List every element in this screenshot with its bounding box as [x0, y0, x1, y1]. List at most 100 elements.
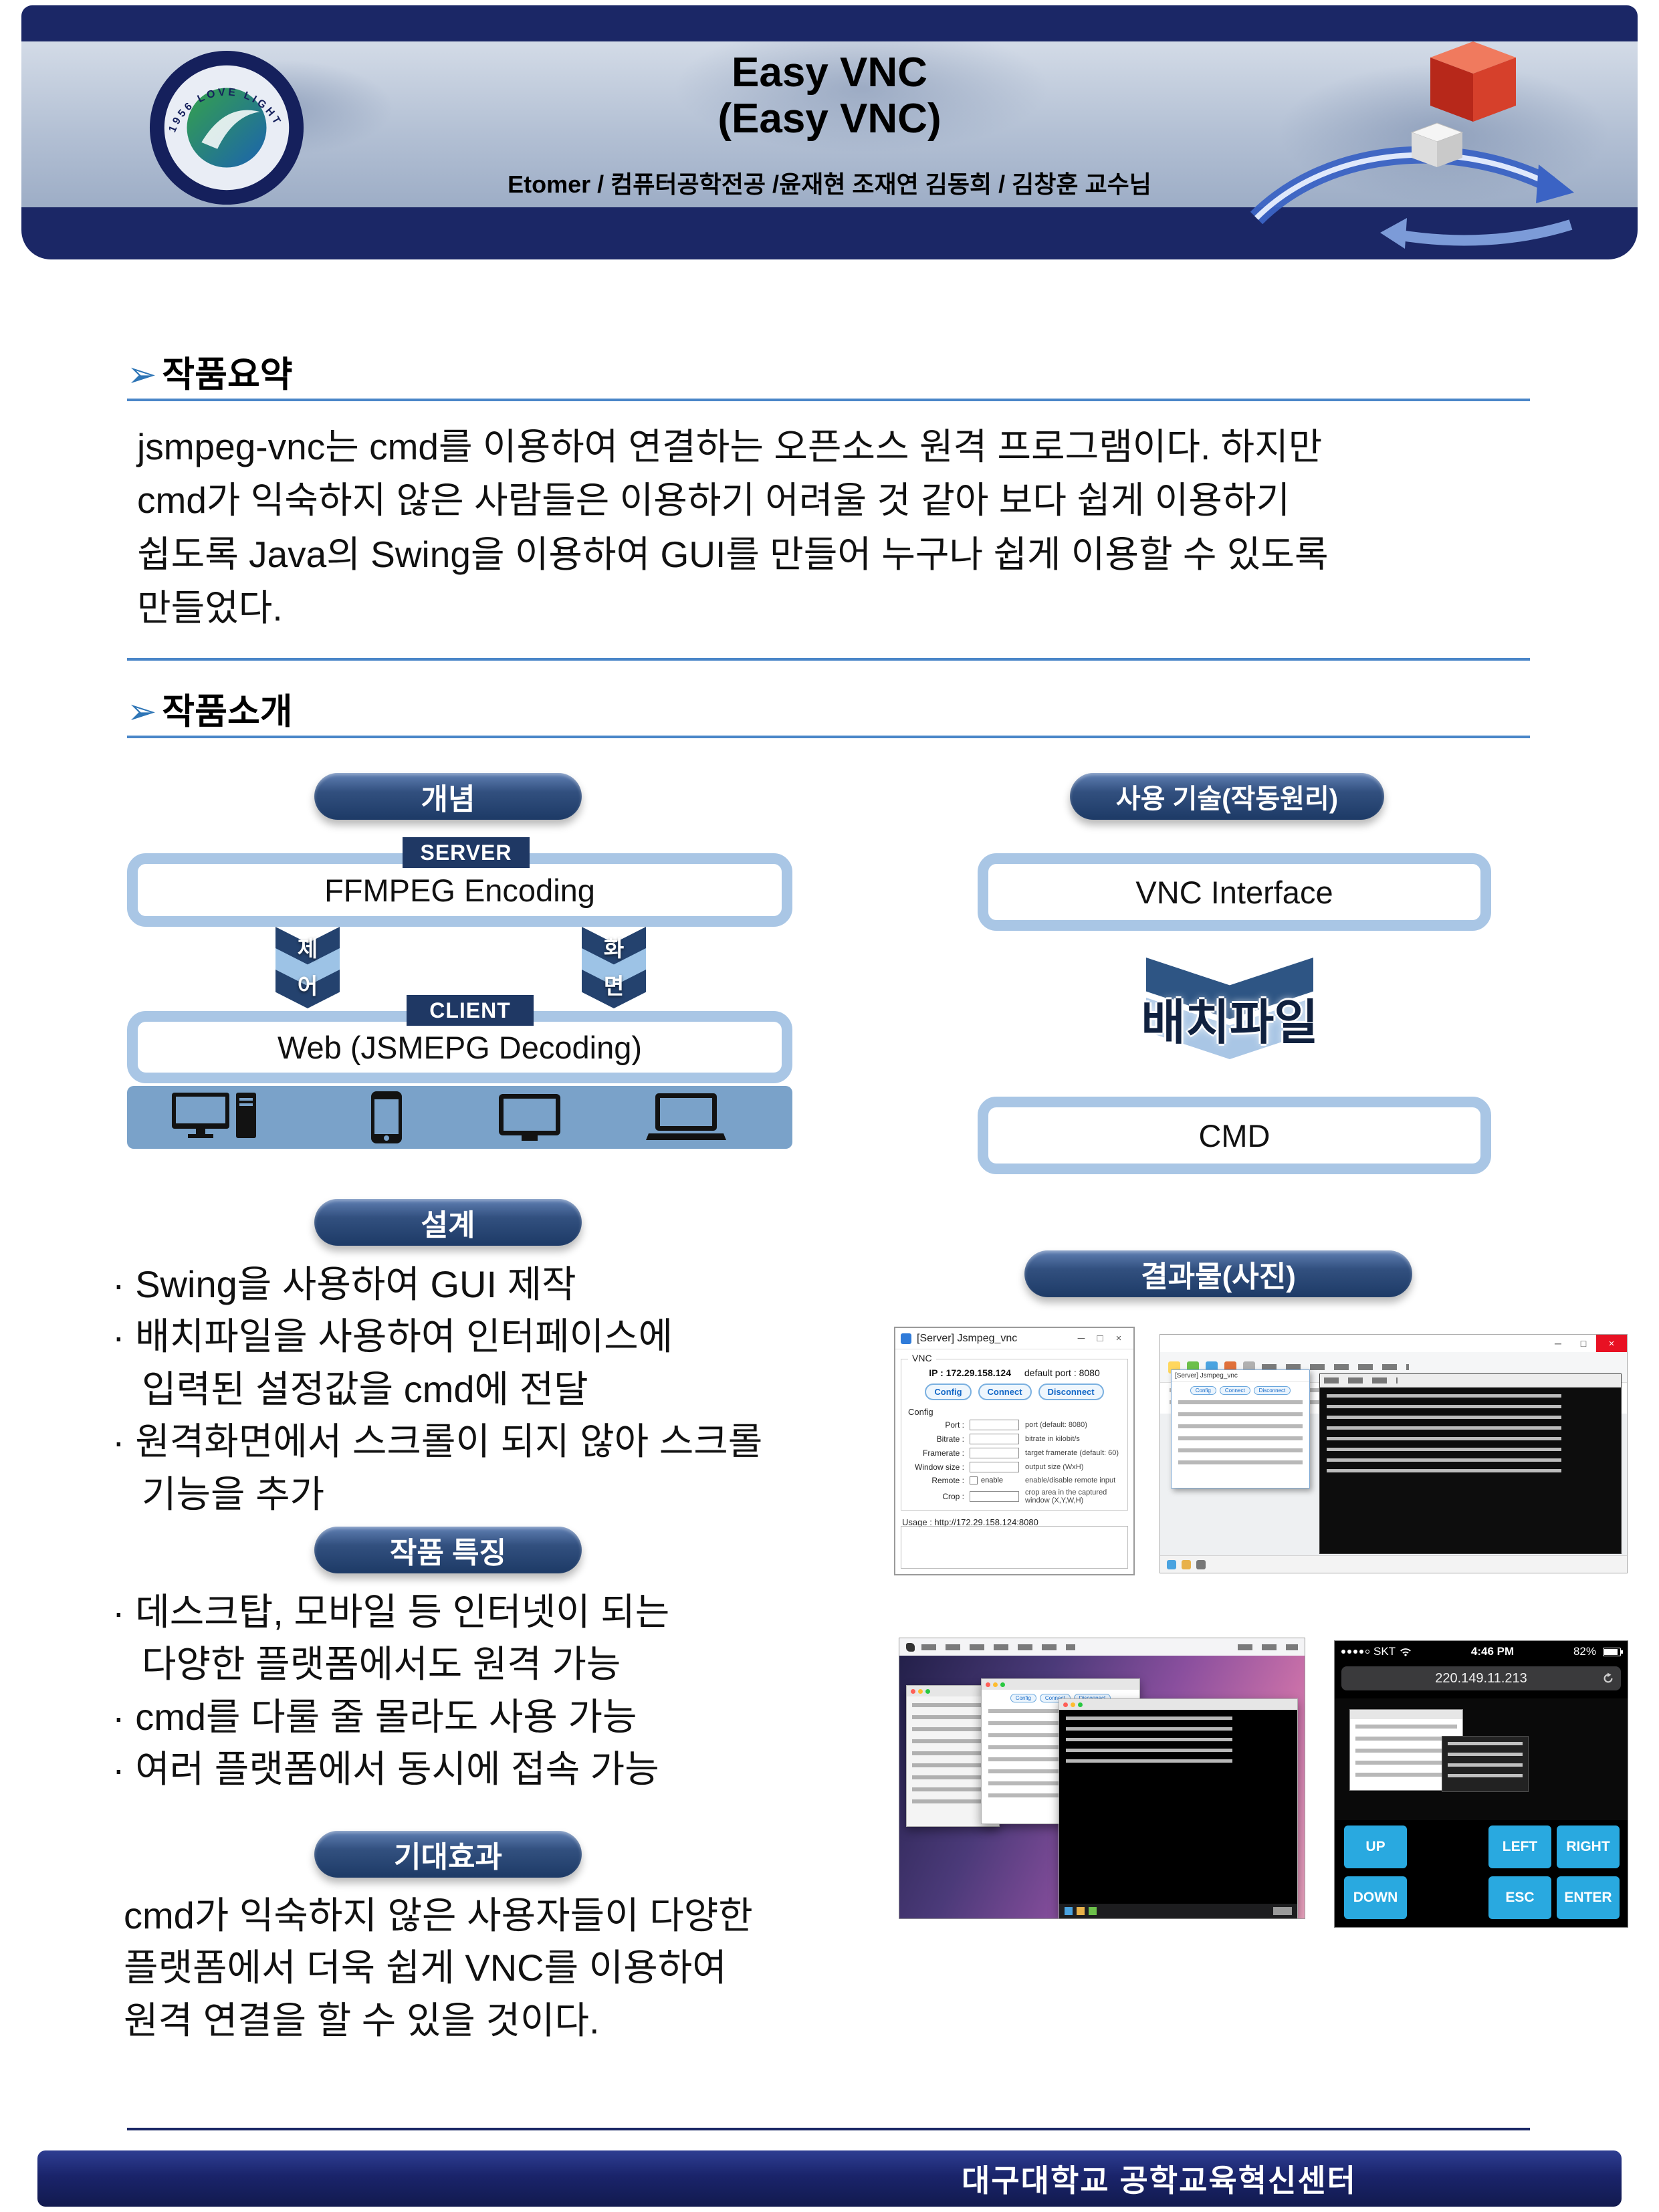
control-arrow-char: 제	[297, 936, 318, 961]
ip-row: IP : 172.29.158.124 default port : 8080	[905, 1367, 1123, 1378]
status-icons-placeholder	[1238, 1644, 1298, 1650]
connect-button[interactable]: Connect	[1219, 1386, 1250, 1395]
cmd-window	[1319, 1373, 1622, 1554]
config-button[interactable]: Config	[1010, 1694, 1036, 1702]
window-size-field[interactable]	[970, 1462, 1019, 1472]
badge-technology: 사용 기술(작동원리)	[1070, 773, 1384, 820]
checkbox-icon[interactable]	[970, 1476, 978, 1484]
framerate-field[interactable]	[970, 1448, 1019, 1458]
server-buttons-row: Config Connect Disconnect	[905, 1384, 1123, 1400]
close-icon[interactable]: ×	[1115, 1333, 1122, 1344]
taskbar-icon[interactable]	[1196, 1559, 1206, 1569]
footer-text: 대구대학교 공학교육혁신센터	[962, 2163, 1357, 2198]
text-line: 원격 연결을 할 수 있을 것이다.	[124, 1999, 600, 2041]
badge-features: 작품 특징	[314, 1527, 582, 1573]
mini-buttons-row: Config Connect Disconnect	[1172, 1386, 1309, 1395]
screen-arrow-char: 면	[603, 974, 625, 998]
taskbar-icon[interactable]	[1182, 1559, 1191, 1569]
ribbon-arrows-decoration	[1250, 146, 1574, 249]
cmd-box: CMD	[978, 1097, 1491, 1174]
window-header	[1059, 1699, 1297, 1710]
enter-button[interactable]: ENTER	[1557, 1876, 1620, 1919]
text-line: 플랫폼에서 더욱 쉽게 VNC를 이용하여	[124, 1947, 727, 1989]
bitrate-field[interactable]	[970, 1434, 1019, 1444]
field-label: Framerate :	[922, 1448, 964, 1458]
taskbar-icon[interactable]	[1077, 1907, 1085, 1915]
start-icon[interactable]	[1065, 1907, 1073, 1915]
minimize-icon[interactable]	[993, 1682, 998, 1687]
batch-file-arrow: 배치파일	[1141, 958, 1318, 1075]
vnc-interface-box: VNC Interface	[978, 853, 1491, 931]
server-tag: SERVER	[403, 837, 530, 868]
heading-intro-text: 작품소개	[162, 692, 293, 732]
badge-concept: 개념	[314, 773, 582, 820]
heading-arrow-icon: ➢	[127, 692, 157, 732]
vnc-group: VNC IP : 172.29.158.124 default port : 8…	[901, 1353, 1128, 1511]
field-label: Port :	[945, 1420, 964, 1430]
crop-field[interactable]	[970, 1491, 1019, 1502]
close-icon[interactable]	[986, 1682, 990, 1687]
cmd-title-placeholder	[1324, 1377, 1398, 1384]
reload-icon[interactable]	[1602, 1672, 1614, 1684]
right-button[interactable]: RIGHT	[1557, 1826, 1620, 1868]
field-label: Bitrate :	[936, 1434, 964, 1444]
list-item: · 배치파일을 사용하여 인터페이스에	[112, 1315, 673, 1358]
address-bar[interactable]: 220.149.11.213	[1341, 1666, 1621, 1690]
field-desc: target framerate (default: 60)	[1025, 1449, 1119, 1457]
summary-line: 만들었다.	[137, 586, 283, 629]
window-header	[907, 1686, 999, 1696]
section-heading-summary: ➢작품요약	[127, 346, 292, 397]
apple-icon[interactable]	[906, 1642, 915, 1652]
divider	[127, 399, 1530, 401]
close-icon[interactable]	[1063, 1702, 1068, 1707]
port-field[interactable]	[970, 1420, 1019, 1430]
taskbar-icon[interactable]	[1167, 1559, 1176, 1569]
remote-dark-window	[1442, 1736, 1529, 1792]
window-header	[1350, 1710, 1462, 1719]
close-icon[interactable]	[911, 1688, 915, 1694]
control-arrow: 제 어	[275, 927, 340, 1008]
minimize-icon[interactable]	[1071, 1702, 1075, 1707]
minimize-icon[interactable]: ─	[1077, 1333, 1085, 1344]
signal-dots-icon	[1341, 1650, 1369, 1654]
footer-divider	[127, 2128, 1530, 2130]
mobile-statusbar: SKT 4:46 PM 82%	[1335, 1641, 1628, 1662]
battery-icon	[1603, 1647, 1623, 1656]
mini-server-window: [Server] Jsmpeg_vnc Config Connect Disco…	[1171, 1369, 1310, 1488]
list-item: 다양한 플랫폼에서도 원격 가능	[142, 1643, 621, 1686]
tablet-icon	[499, 1094, 560, 1141]
zoom-icon[interactable]	[925, 1688, 930, 1694]
mac-menubar	[899, 1638, 1305, 1656]
server-box-label: FFMPEG Encoding	[324, 872, 595, 908]
cmd-titlebar	[1320, 1374, 1621, 1388]
close-icon[interactable]: ×	[1596, 1335, 1627, 1352]
left-button[interactable]: LEFT	[1488, 1826, 1551, 1868]
poster-byline: Etomer / 컴퓨터공학전공 /윤재현 조재연 김동희 / 김창훈 교수님	[508, 170, 1151, 198]
minimize-icon[interactable]: ─	[1555, 1338, 1561, 1349]
taskbar-icon[interactable]	[1089, 1907, 1097, 1915]
disconnect-button[interactable]: Disconnect	[1253, 1386, 1291, 1395]
remote-desktop-window	[1059, 1698, 1298, 1918]
section-heading-intro: ➢작품소개	[127, 683, 292, 734]
client-tag: CLIENT	[407, 995, 534, 1026]
log-area	[901, 1526, 1128, 1569]
config-button[interactable]: Config	[1190, 1386, 1216, 1395]
config-button[interactable]: Config	[925, 1384, 972, 1400]
world-map-band	[21, 41, 1638, 207]
maximize-icon[interactable]: □	[1580, 1338, 1587, 1349]
carrier-label: SKT	[1373, 1645, 1396, 1658]
up-button[interactable]: UP	[1344, 1826, 1407, 1868]
zoom-icon[interactable]	[1078, 1702, 1083, 1707]
down-button[interactable]: DOWN	[1344, 1876, 1407, 1919]
connect-button[interactable]: Connect	[978, 1384, 1032, 1400]
esc-button[interactable]: ESC	[1488, 1876, 1551, 1919]
desktop-icon	[172, 1093, 256, 1138]
header-titles: Easy VNC (Easy VNC) Etomer / 컴퓨터공학전공 /윤재…	[21, 49, 1638, 200]
zoom-icon[interactable]	[1000, 1682, 1005, 1687]
control-arrow-char: 어	[297, 974, 318, 998]
maximize-icon[interactable]: □	[1097, 1333, 1103, 1344]
remote-taskbar	[1059, 1904, 1297, 1918]
remote-enable-checkbox[interactable]: enable	[970, 1476, 1019, 1484]
minimize-icon[interactable]	[918, 1688, 923, 1694]
disconnect-button[interactable]: Disconnect	[1038, 1384, 1104, 1400]
